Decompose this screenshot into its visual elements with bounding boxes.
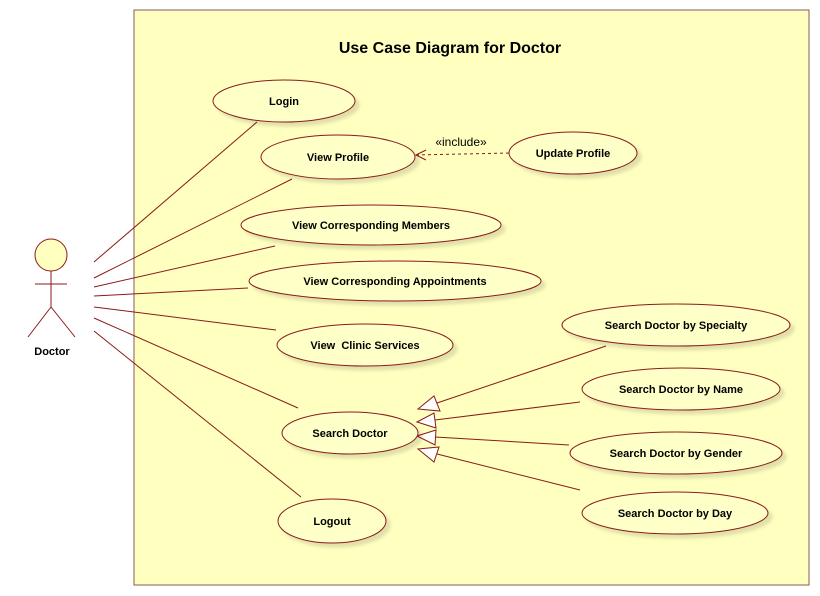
actor-doctor[interactable] <box>27 238 76 338</box>
associations <box>93 121 302 498</box>
gen-arrowhead-name <box>415 412 437 429</box>
usecase-label-view-profile: View Profile <box>307 152 369 164</box>
assoc-view-members <box>93 245 276 288</box>
gen-arrowhead-day <box>416 446 440 463</box>
usecase-label-search-day: Search Doctor by Day <box>618 508 733 520</box>
usecase-search-doctor[interactable] <box>281 411 419 455</box>
usecase-label-search-gender: Search Doctor by Gender <box>610 448 743 460</box>
usecase-label-logout: Logout <box>313 516 351 528</box>
generalizations <box>415 345 607 491</box>
diagram-title: Use Case Diagram for Doctor <box>339 40 561 57</box>
usecase-label-view-appointments: View Corresponding Appointments <box>303 276 486 288</box>
usecase-label-view-members: View Corresponding Members <box>292 220 450 232</box>
usecase-search-gender[interactable] <box>569 431 783 475</box>
usecase-view-profile[interactable] <box>260 134 416 180</box>
usecase-search-specialty[interactable] <box>561 303 791 347</box>
usecase-label-search-specialty: Search Doctor by Specialty <box>605 320 748 332</box>
usecase-login[interactable] <box>212 79 356 123</box>
usecase-label-login: Login <box>269 96 299 108</box>
use-case-labels: Login View Profile Update Profile View C… <box>269 96 748 528</box>
assoc-view-profile <box>93 178 293 279</box>
usecase-update-profile[interactable] <box>508 131 638 175</box>
assoc-view-services <box>93 306 277 331</box>
gen-line-day <box>436 453 581 491</box>
usecase-view-appointments[interactable] <box>248 260 542 302</box>
include-arrowhead <box>414 149 427 161</box>
actor-left-leg <box>27 306 52 338</box>
gen-line-name <box>434 401 581 421</box>
assoc-search-doctor <box>93 317 299 409</box>
assoc-view-appointments <box>93 287 249 297</box>
assoc-login <box>93 121 258 263</box>
usecase-search-day[interactable] <box>581 491 769 535</box>
usecase-view-members[interactable] <box>240 204 502 246</box>
usecase-label-search-doctor: Search Doctor <box>312 428 388 440</box>
assoc-logout <box>93 330 302 498</box>
actor-label: Doctor <box>34 346 70 358</box>
usecase-view-services[interactable] <box>276 323 454 367</box>
gen-line-gender <box>434 436 570 446</box>
usecase-label-update-profile: Update Profile <box>536 148 611 160</box>
gen-arrowhead-gender <box>415 429 437 446</box>
gen-line-specialty <box>436 345 607 404</box>
usecase-search-name[interactable] <box>581 367 781 411</box>
use-cases <box>212 79 791 544</box>
usecase-logout[interactable] <box>277 498 387 544</box>
actor-head <box>34 238 68 272</box>
include-stereotype: «include» <box>435 135 487 149</box>
usecase-label-view-services: View Clinic Services <box>310 340 419 352</box>
usecase-label-search-name: Search Doctor by Name <box>619 384 743 396</box>
gen-arrowhead-specialty <box>416 395 441 412</box>
actor-right-leg <box>50 306 76 338</box>
